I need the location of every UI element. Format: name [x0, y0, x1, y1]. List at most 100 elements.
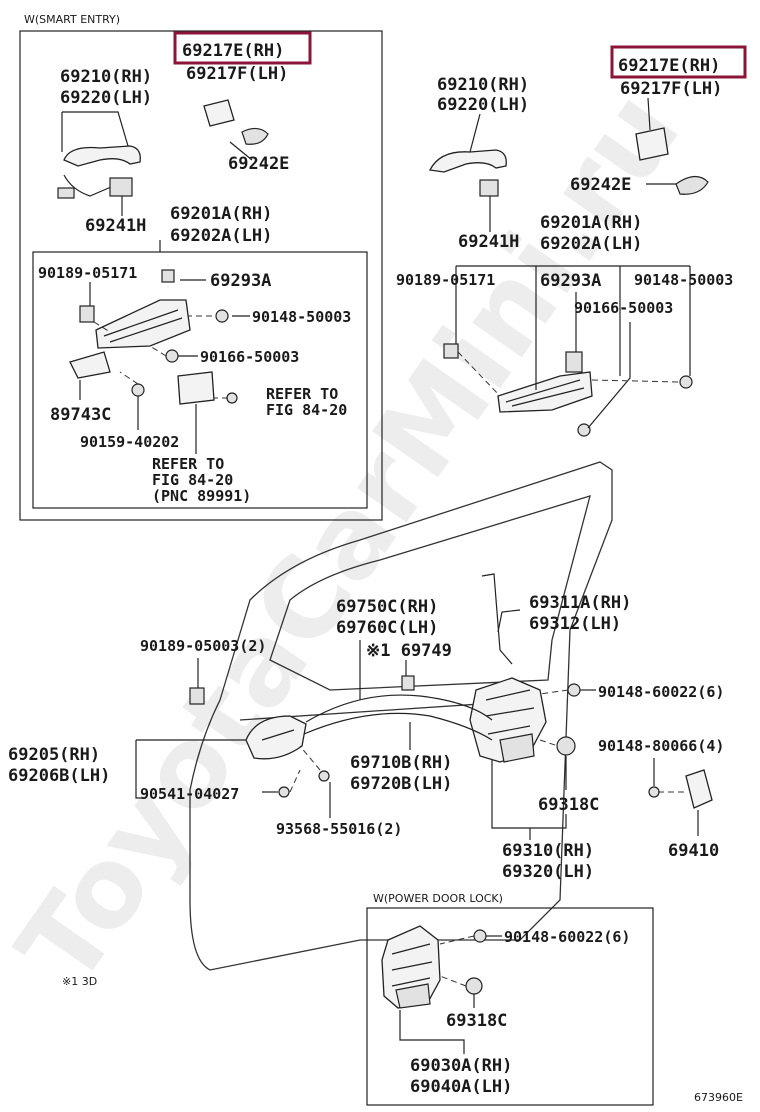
cable-69750c-icon — [305, 694, 493, 723]
bolt-90148-80066-icon — [648, 786, 660, 798]
part-label-69206b[interactable]: 69206B(LH) — [8, 766, 110, 786]
part-label-69202a-smart[interactable]: 69202A(LH) — [170, 226, 272, 246]
clip-90189-smart-icon — [79, 305, 95, 323]
part-label-69217e-smart[interactable]: 69217E(RH) — [182, 41, 284, 61]
power-door-lock-title: W(POWER DOOR LOCK) — [373, 892, 503, 905]
part-label-69241h-smart[interactable]: 69241H — [85, 216, 146, 236]
pad-69217e-icon — [203, 99, 235, 127]
bolt-90166-right-icon — [577, 423, 591, 437]
bolt-refer-icon — [226, 392, 238, 404]
cable-69710b-icon — [303, 712, 493, 741]
part-label-90166-50003-right[interactable]: 90166-50003 — [574, 299, 673, 317]
latch-group: 69750C(RH) 69760C(LH) ※1 69749 69311A(RH… — [8, 573, 724, 882]
part-label-90189-05171-smart[interactable]: 90189-05171 — [38, 264, 137, 282]
frame-69201a-right-icon — [497, 371, 593, 413]
part-label-69710b[interactable]: 69710B(RH) — [350, 753, 452, 773]
bolt-90166-smart-icon — [165, 349, 179, 363]
smart-entry-box: W(SMART ENTRY) 69217E(RH) 69217F(LH) 692… — [19, 13, 383, 521]
part-label-90159-40202-smart[interactable]: 90159-40202 — [80, 433, 179, 451]
outside-handle-right-icon — [429, 149, 507, 173]
bracket-89743c-icon — [69, 351, 111, 379]
part-label-69201a-right[interactable]: 69201A(RH) — [540, 213, 642, 233]
part-label-90189-05003[interactable]: 90189-05003(2) — [140, 637, 266, 655]
power-door-lock-box: W(POWER DOOR LOCK) 90148-60022(6) 69318C… — [366, 892, 654, 1106]
note-3d: ※1 3D — [62, 975, 97, 988]
pad-69217e-right-icon — [635, 127, 669, 161]
refer-text-2a: REFER TO — [152, 455, 224, 473]
part-label-69242e-smart[interactable]: 69242E — [228, 154, 289, 174]
gasket-69242e-icon — [241, 127, 269, 145]
part-label-90166-50003-smart[interactable]: 90166-50003 — [200, 348, 299, 366]
bolt-90148-60022-icon — [567, 683, 581, 697]
part-label-90148-80066[interactable]: 90148-80066(4) — [598, 737, 724, 755]
part-label-69201a-smart[interactable]: 69201A(RH) — [170, 204, 272, 224]
part-label-69760c[interactable]: 69760C(LH) — [336, 618, 438, 638]
part-label-93568-55016[interactable]: 93568-55016(2) — [276, 820, 402, 838]
smart-inner-box — [32, 251, 368, 509]
part-label-90541-04027[interactable]: 90541-04027 — [140, 785, 239, 803]
part-label-69318c-main[interactable]: 69318C — [538, 795, 599, 815]
highlight-69217e-left — [173, 31, 312, 65]
outside-handle-smart-icon — [57, 145, 141, 199]
refer-text-1a: REFER TO — [266, 385, 338, 403]
part-label-69040a[interactable]: 69040A(LH) — [410, 1077, 512, 1097]
part-label-90148-60022-main[interactable]: 90148-60022(6) — [598, 683, 724, 701]
part-label-69320[interactable]: 69320(LH) — [502, 862, 594, 882]
smart-entry-title: W(SMART ENTRY) — [24, 13, 120, 26]
part-label-90189-05171-right[interactable]: 90189-05171 — [396, 271, 495, 289]
switch-refer-icon — [177, 371, 215, 405]
part-label-69217e-right[interactable]: 69217E(RH) — [618, 56, 720, 76]
part-label-69202a-right[interactable]: 69202A(LH) — [540, 234, 642, 254]
part-label-69311a[interactable]: 69311A(RH) — [529, 593, 631, 613]
part-label-69720b[interactable]: 69720B(LH) — [350, 774, 452, 794]
clip-90189-05003-icon — [189, 687, 205, 705]
part-label-69242e-right[interactable]: 69242E — [570, 175, 631, 195]
cover-69318c-icon — [556, 736, 576, 756]
door-lock-69310-icon — [469, 677, 547, 763]
part-label-90148-50003-right[interactable]: 90148-50003 — [634, 271, 733, 289]
clip-90189-right-icon — [443, 343, 459, 359]
gasket-69242e-right-icon — [675, 175, 709, 195]
part-label-69749[interactable]: ※1 69749 — [366, 641, 452, 661]
part-label-69241h-right[interactable]: 69241H — [458, 232, 519, 252]
handle-group-right: 69217E(RH) 69217F(LH) 69210(RH) 69220(LH… — [396, 45, 747, 437]
part-label-69750c[interactable]: 69750C(RH) — [336, 597, 438, 617]
inside-handle-69205-icon — [245, 715, 307, 760]
part-label-69318c-pdl[interactable]: 69318C — [446, 1011, 507, 1031]
part-label-69217f-smart[interactable]: 69217F(LH) — [186, 64, 288, 84]
part-label-69217f-right[interactable]: 69217F(LH) — [620, 79, 722, 99]
part-label-69310[interactable]: 69310(RH) — [502, 841, 594, 861]
part-label-69293a-smart[interactable]: 69293A — [210, 271, 271, 291]
watermark: ToyotaCarMini.ru — [0, 69, 704, 1008]
bolt-90148-right-icon — [679, 375, 693, 389]
part-label-69220-right[interactable]: 69220(LH) — [437, 95, 529, 115]
diagram-code: 673960E — [694, 1091, 743, 1104]
part-label-69210-right[interactable]: 69210(RH) — [437, 75, 529, 95]
part-label-69312[interactable]: 69312(LH) — [529, 614, 621, 634]
bolt-90148-smart-icon — [215, 309, 229, 323]
part-label-89743c-smart[interactable]: 89743C — [50, 405, 111, 425]
bolt-pdl-icon — [473, 929, 487, 943]
rod-69311a-icon — [481, 573, 513, 665]
part-label-90148-50003-smart[interactable]: 90148-50003 — [252, 308, 351, 326]
door-lock-69030a-icon — [381, 925, 441, 1009]
screw-93568-icon — [318, 770, 330, 782]
refer-text-2c: (PNC 89991) — [152, 487, 251, 505]
screw-90541-icon — [278, 786, 290, 798]
refer-text-2b: FIG 84-20 — [152, 471, 233, 489]
protector-69749-icon — [401, 675, 415, 691]
part-label-69220-smart[interactable]: 69220(LH) — [60, 88, 152, 108]
bolt-90159-icon — [131, 383, 145, 397]
frame-69201a-smart-icon — [95, 269, 191, 349]
part-label-69210-smart[interactable]: 69210(RH) — [60, 67, 152, 87]
cap-69241h-right-icon — [479, 179, 499, 197]
part-label-69205[interactable]: 69205(RH) — [8, 745, 100, 765]
part-label-69293a-right[interactable]: 69293A — [540, 271, 601, 291]
refer-text-1b: FIG 84-20 — [266, 401, 347, 419]
part-label-69030a[interactable]: 69030A(RH) — [410, 1056, 512, 1076]
highlight-69217e-right — [610, 45, 747, 79]
part-label-69410[interactable]: 69410 — [668, 841, 719, 861]
part-label-90148-60022-pdl[interactable]: 90148-60022(6) — [504, 928, 630, 946]
